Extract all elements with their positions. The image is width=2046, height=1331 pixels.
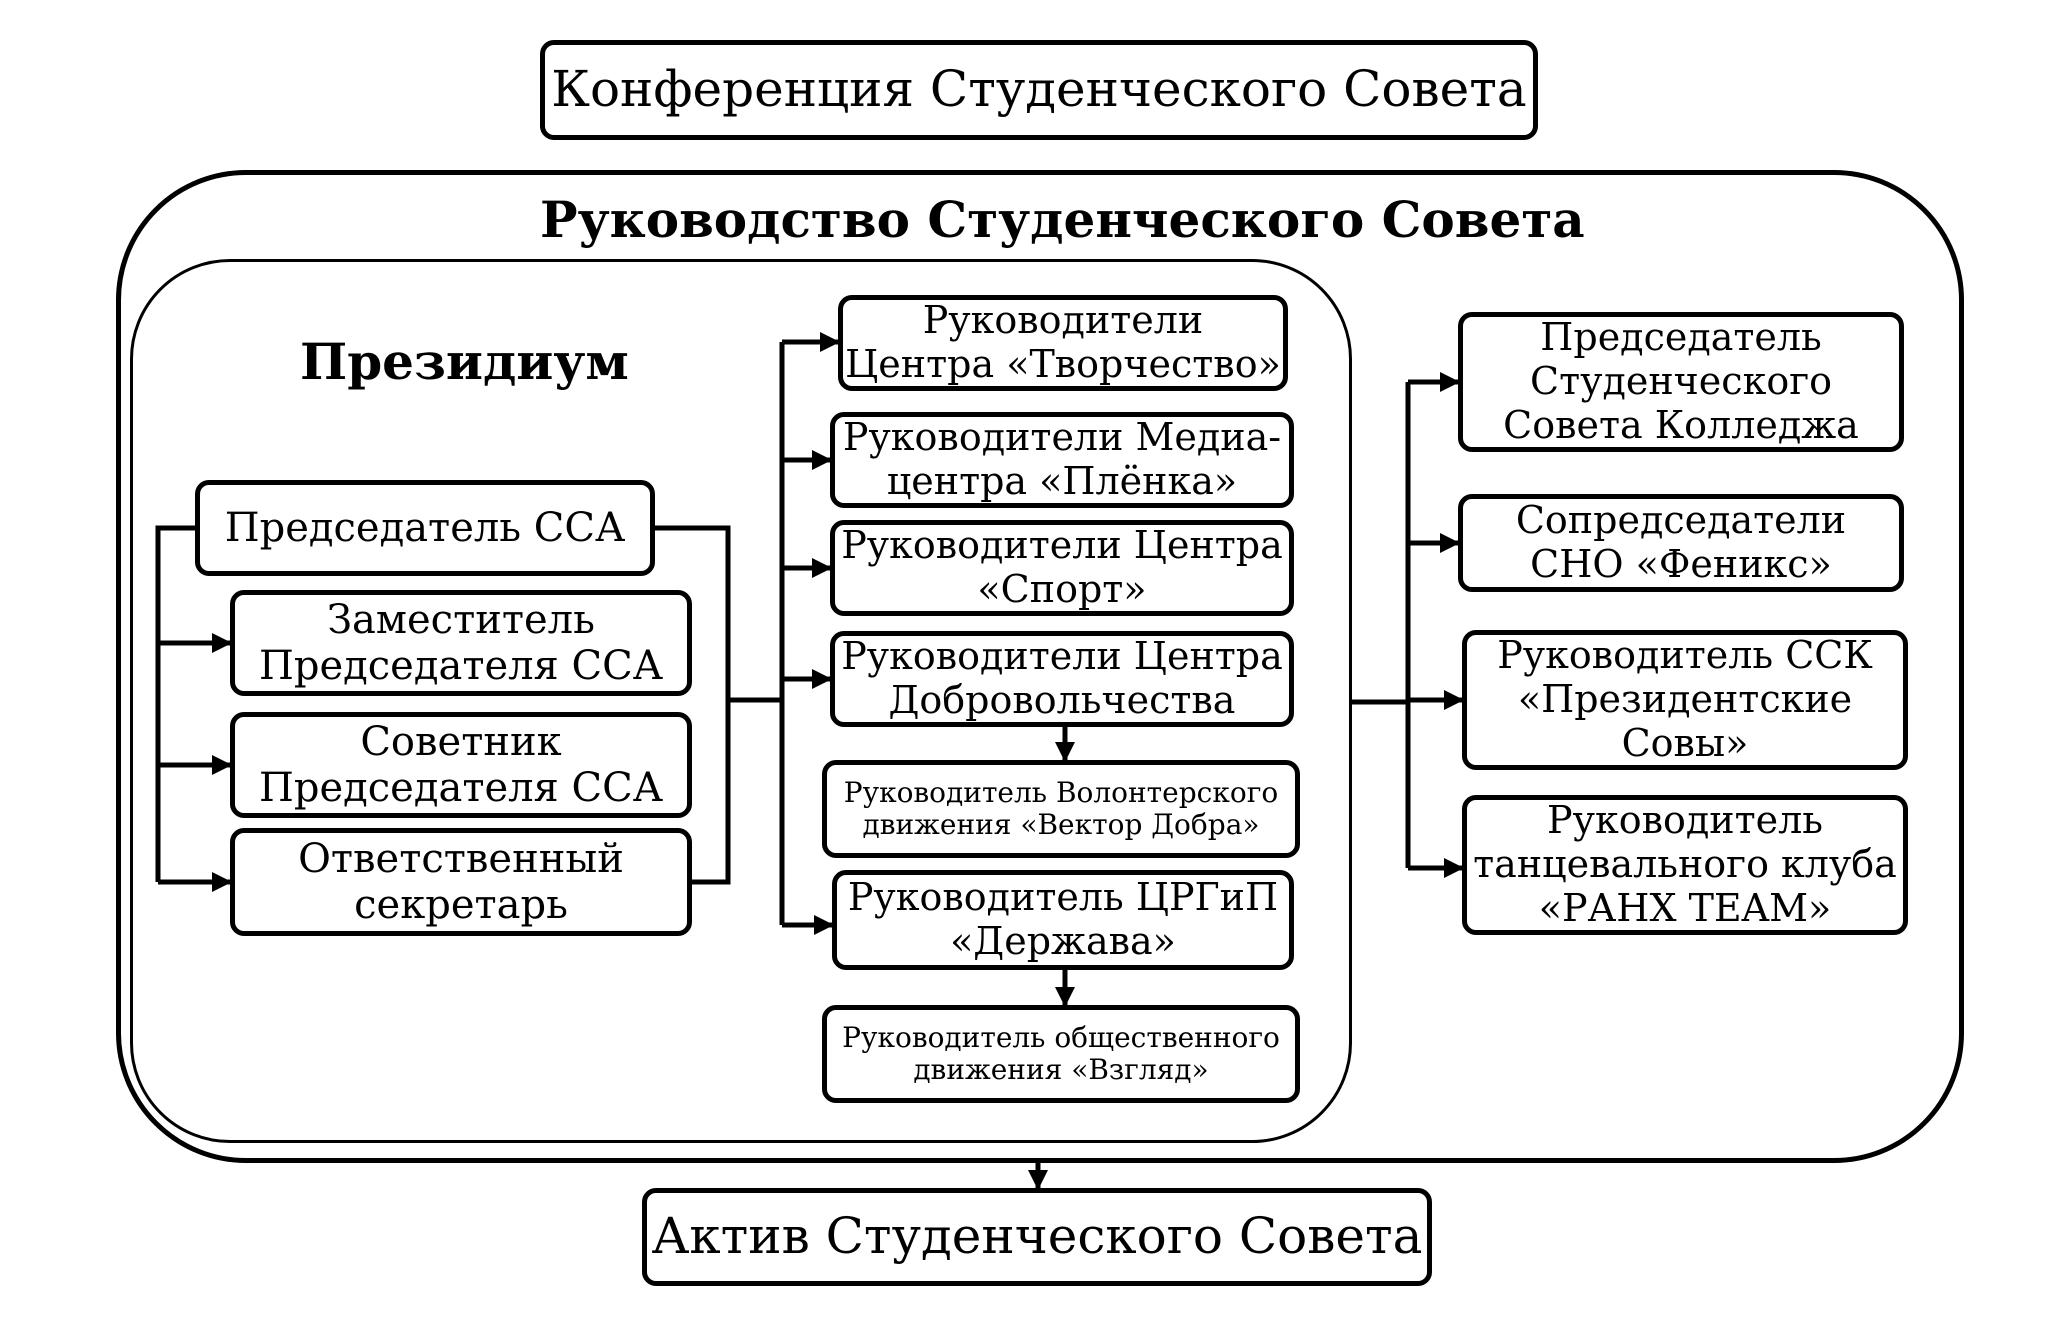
presidium-heading: Президиум [300, 332, 629, 391]
presidium-container [130, 259, 1352, 1143]
college-chair-box: Председатель Студенческого Совета Коллед… [1458, 312, 1904, 452]
ssk-box: Руководитель ССК «Президентские Совы» [1462, 630, 1908, 770]
media-center-box: Руководители Медиа- центра «Плёнка» [830, 412, 1294, 508]
vector-dobra-box: Руководитель Волонтерского движения «Век… [822, 760, 1300, 858]
leadership-heading: Руководство Студенческого Совета [540, 190, 1585, 249]
activ-box: Актив Студенческого Совета [642, 1188, 1432, 1286]
sport-center-box: Руководители Центра «Спорт» [830, 520, 1294, 616]
volunteer-center-box: Руководители Центра Добровольчества [830, 631, 1294, 727]
chair-box: Председатель ССА [195, 480, 655, 576]
creativity-center-box: Руководители Центра «Творчество» [838, 295, 1288, 391]
sno-box: Сопредседатели СНО «Феникс» [1458, 494, 1904, 592]
leadership-container [116, 170, 1964, 1163]
dance-club-box: Руководитель танцевального клуба «РАНХ T… [1462, 795, 1908, 935]
vzglyad-box: Руководитель общественного движения «Взг… [822, 1005, 1300, 1103]
conference-box: Конференция Студенческого Совета [540, 40, 1538, 140]
secretary-box: Ответственный секретарь [230, 828, 692, 936]
derzhava-box: Руководитель ЦРГиП «Держава» [832, 870, 1294, 970]
advisor-box: Советник Председателя ССА [230, 712, 692, 818]
deputy-box: Заместитель Председателя ССА [230, 590, 692, 696]
